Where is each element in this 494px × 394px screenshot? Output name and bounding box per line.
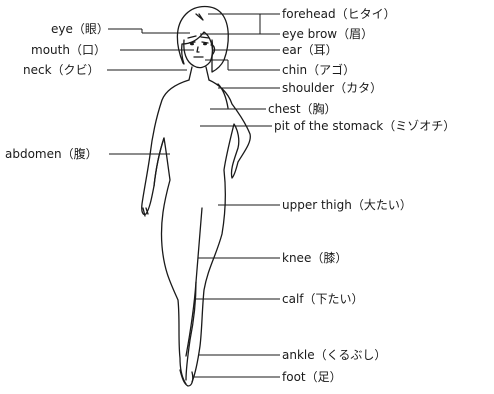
labels: eye（眼） mouth（口） neck（クビ） abdomen（腹） fore…	[5, 7, 455, 384]
neck-outline	[189, 67, 209, 80]
label-pit: pit of the stomack（ミゾオチ）	[274, 119, 455, 133]
label-foot: foot（足）	[282, 370, 342, 384]
face-outline	[184, 40, 213, 68]
label-chest: chest（胸）	[268, 101, 337, 116]
inner-leg	[186, 208, 202, 356]
hair	[177, 7, 228, 73]
label-calf: calf（下たい）	[282, 292, 364, 306]
label-knee: knee（膝）	[282, 251, 347, 265]
label-eyebrow: eye brow（眉）	[282, 27, 373, 41]
label-neck: neck（クビ）	[23, 63, 100, 77]
label-chin: chin（アゴ）	[282, 62, 355, 77]
label-eye: eye（眼）	[51, 22, 109, 36]
human-figure	[142, 7, 251, 387]
label-ear: ear（耳）	[282, 43, 338, 57]
label-ankle: ankle（くるぶし）	[282, 348, 386, 362]
left-body-outline	[142, 80, 189, 384]
label-forehead: forehead（ヒタイ）	[282, 7, 396, 21]
label-abdomen: abdomen（腹）	[5, 147, 98, 161]
label-shoulder: shoulder（カタ）	[282, 81, 382, 95]
label-mouth: mouth（口）	[31, 43, 106, 57]
label-thigh: upper thigh（大たい）	[282, 198, 412, 212]
